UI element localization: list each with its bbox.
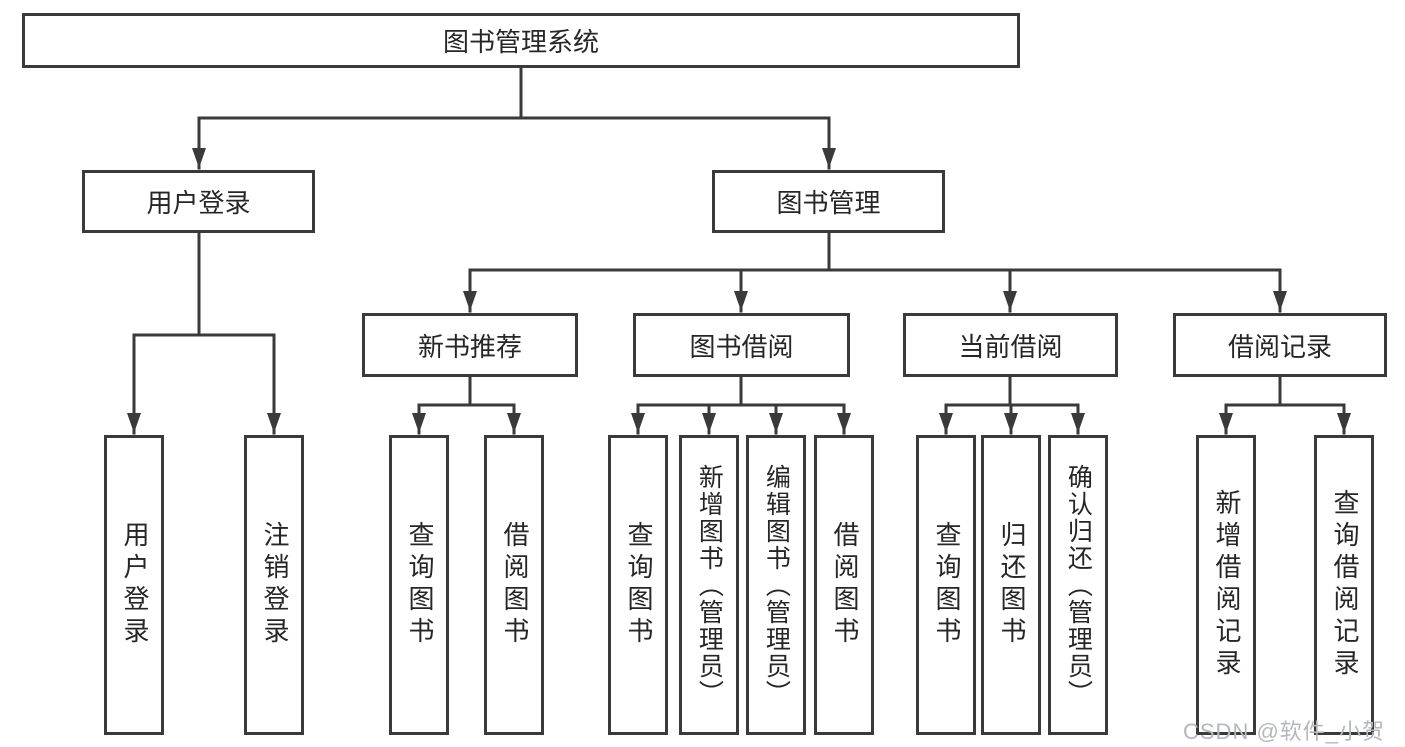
node-root: 图书管理系统	[22, 13, 1020, 68]
node-book-management-label: 图书管理	[776, 188, 881, 218]
node-book-borrowing: 图书借阅	[633, 313, 850, 377]
node-root-label: 图书管理系统	[442, 27, 599, 57]
node-user-login-label: 用户登录	[146, 188, 251, 218]
node-book-management: 图书管理	[712, 170, 945, 233]
leaf-query-books-recommend-label: 查询图书	[404, 521, 435, 649]
leaf-add-books-admin-label: 新增图书（管理员）	[695, 463, 724, 707]
node-new-book-recommend-label: 新书推荐	[417, 331, 522, 362]
leaf-return-books-label: 归还图书	[996, 521, 1027, 649]
leaf-query-books-borrowing: 查询图书	[608, 435, 668, 735]
leaf-borrow-books-borrowing: 借阅图书	[814, 435, 874, 735]
leaf-borrow-books-borrowing-label: 借阅图书	[829, 521, 860, 649]
leaf-confirm-return-admin: 确认归还（管理员）	[1048, 435, 1108, 735]
leaf-add-borrow-record-label: 新增借阅记录	[1211, 489, 1242, 681]
node-borrowing-records-label: 借阅记录	[1227, 331, 1332, 362]
leaf-logout-login: 注销登录	[244, 435, 304, 735]
leaf-logout-login-label: 注销登录	[259, 521, 290, 649]
node-borrowing-records: 借阅记录	[1173, 313, 1387, 377]
node-current-borrowing: 当前借阅	[903, 313, 1118, 377]
leaf-edit-books-admin-label: 编辑图书（管理员）	[762, 463, 791, 707]
leaf-user-login: 用户登录	[104, 435, 164, 735]
node-book-borrowing-label: 图书借阅	[689, 331, 794, 362]
watermark: CSDN @软件_小贺同学	[1183, 719, 1386, 744]
leaf-query-borrow-record-label: 查询借阅记录	[1329, 489, 1360, 681]
leaf-query-books-borrowing-label: 查询图书	[623, 521, 654, 649]
leaf-edit-books-admin: 编辑图书（管理员）	[746, 435, 806, 735]
node-new-book-recommend: 新书推荐	[362, 313, 578, 377]
leaf-query-borrow-record: 查询借阅记录	[1314, 435, 1374, 735]
leaf-add-books-admin: 新增图书（管理员）	[679, 435, 739, 735]
leaf-return-books: 归还图书	[981, 435, 1041, 735]
leaf-borrow-books-recommend: 借阅图书	[484, 435, 544, 735]
node-user-login: 用户登录	[82, 170, 315, 233]
leaf-query-books-current: 查询图书	[916, 435, 976, 735]
leaf-borrow-books-recommend-label: 借阅图书	[499, 521, 530, 649]
leaf-query-books-current-label: 查询图书	[931, 521, 962, 649]
node-current-borrowing-label: 当前借阅	[958, 331, 1063, 362]
leaf-confirm-return-admin-label: 确认归还（管理员）	[1064, 463, 1093, 707]
leaf-add-borrow-record: 新增借阅记录	[1196, 435, 1256, 735]
leaf-query-books-recommend: 查询图书	[389, 435, 449, 735]
leaf-user-login-label: 用户登录	[119, 521, 150, 649]
